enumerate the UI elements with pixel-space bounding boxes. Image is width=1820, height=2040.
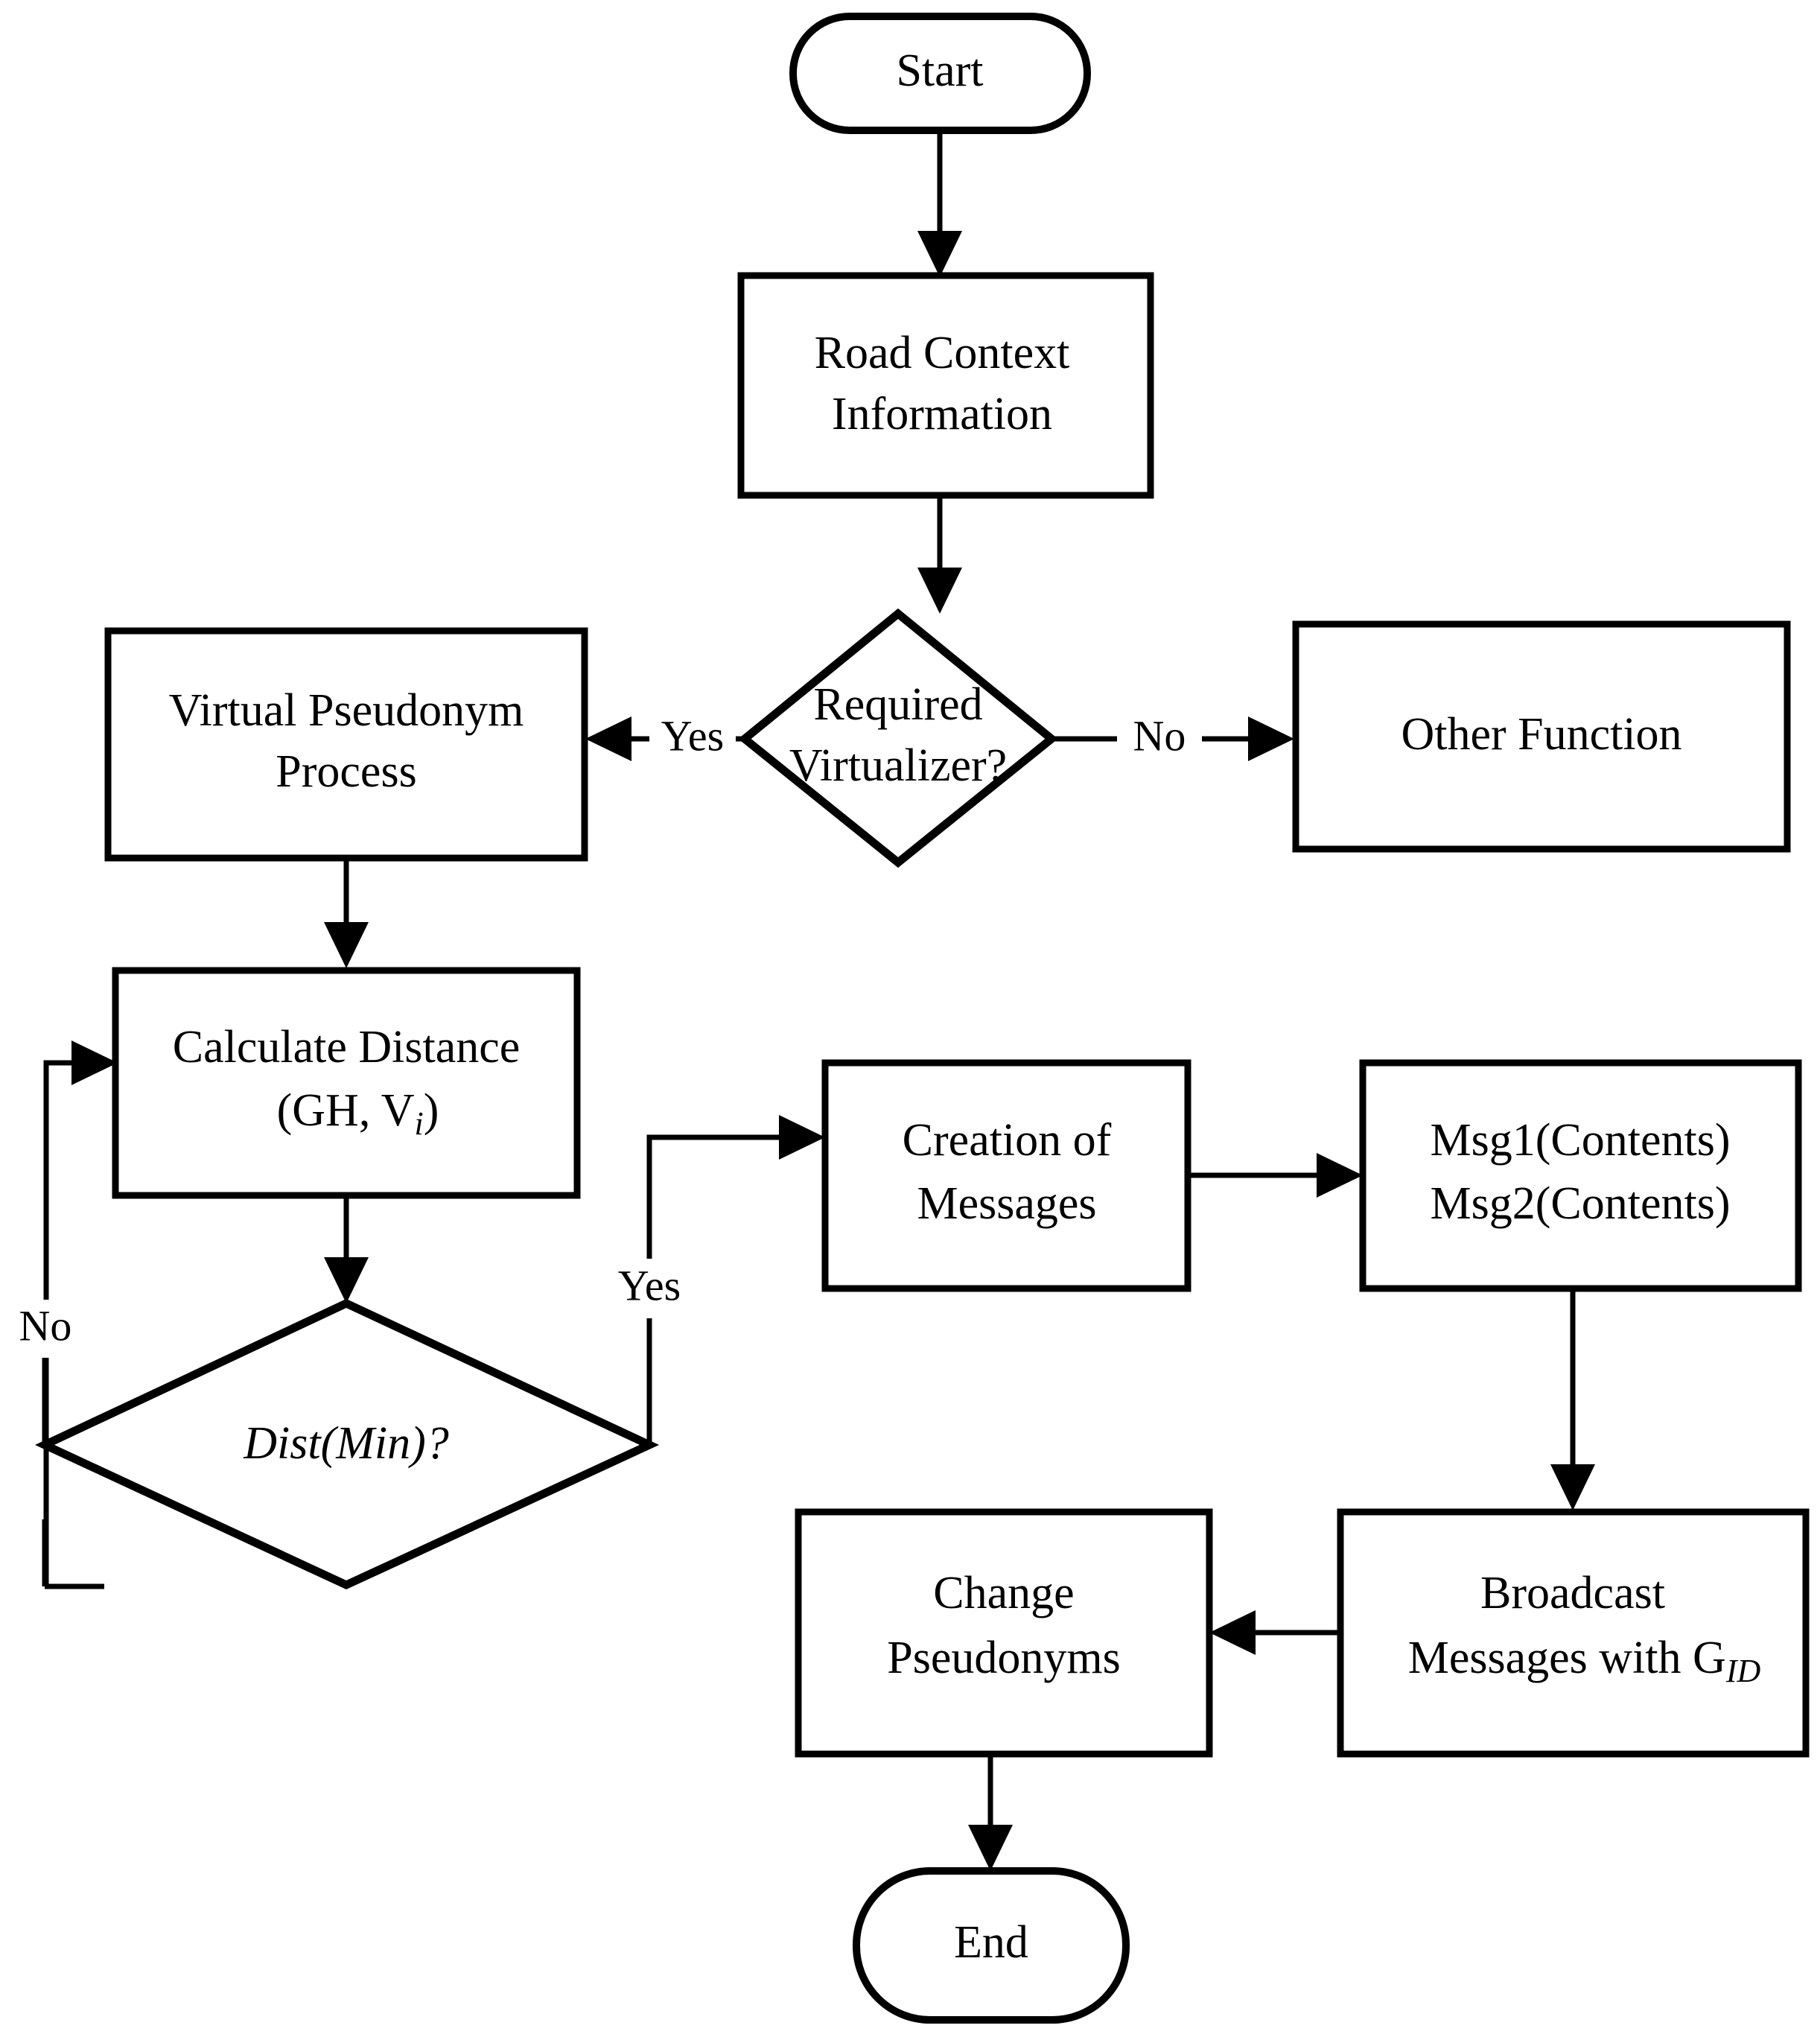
node-calculate-distance[interactable]: Calculate Distance (GH, Vi) (112, 967, 581, 1199)
edge-label-no-text: No (1133, 711, 1186, 760)
edge-road-context-to-decision (917, 495, 962, 614)
edge-change-pseudonyms-to-end (968, 1754, 1013, 1871)
node-required-virtualizer-line2: Virtualizer? (789, 740, 1007, 791)
node-virtual-pseudonym-line2: Process (276, 746, 416, 797)
node-dist-min-label: Dist(Min)? (243, 1418, 449, 1469)
node-broadcast-line1: Broadcast (1480, 1568, 1665, 1618)
edge-virtual-pseudonym-to-calculate-distance (324, 858, 369, 968)
node-required-virtualizer-line1: Required (813, 679, 982, 730)
edge-label-virtualizer-no: No (1117, 711, 1202, 768)
node-messages-line2: Msg2(Contents) (1431, 1178, 1731, 1229)
node-required-virtualizer-decision[interactable]: Required Virtualizer? (738, 608, 1058, 868)
broadcast-var: G (1693, 1633, 1726, 1683)
edge-creation-to-messages (1188, 1153, 1363, 1198)
node-end[interactable]: End (853, 1867, 1130, 2024)
broadcast-sub: ID (1725, 1653, 1761, 1689)
edge-label-dist-no-text: No (19, 1301, 72, 1350)
calc-dist-prefix: (GH, (277, 1085, 381, 1136)
node-calculate-distance-line1: Calculate Distance (173, 1022, 521, 1073)
node-virtual-pseudonym-line1: Virtual Pseudonym (169, 685, 524, 736)
calc-dist-var: V (381, 1085, 415, 1136)
node-creation-of-messages[interactable]: Creation of Messages (821, 1059, 1191, 1292)
node-dist-min-decision[interactable]: Dist(Min)? (34, 1298, 660, 1590)
node-change-pseudonyms-line2: Pseudonyms (887, 1633, 1120, 1683)
calc-dist-sub: i (414, 1105, 423, 1142)
node-road-context-line2: Information (832, 389, 1052, 439)
node-start[interactable]: Start (789, 13, 1091, 134)
edge-label-yes-text: Yes (661, 711, 724, 760)
edge-dist-min-no-loop (42, 1040, 118, 1589)
node-messages-line1: Msg1(Contents) (1431, 1115, 1731, 1166)
calc-dist-suffix: ) (424, 1085, 439, 1136)
node-other-function[interactable]: Other Function (1292, 620, 1791, 853)
edge-label-dist-no: No (4, 1300, 86, 1358)
node-road-context-information[interactable]: Road Context Information (737, 272, 1154, 499)
edge-broadcast-to-change-pseudonyms (1209, 1610, 1340, 1655)
node-end-label: End (954, 1917, 1028, 1968)
node-broadcast-messages[interactable]: Broadcast Messages with GID (1304, 1508, 1820, 1758)
node-change-pseudonyms-line1: Change (933, 1568, 1074, 1618)
node-start-label: Start (896, 45, 983, 96)
node-virtual-pseudonym-process[interactable]: Virtual Pseudonym Process (104, 627, 588, 862)
edge-messages-to-broadcast (1550, 1288, 1595, 1510)
edge-calculate-distance-to-dist-min (324, 1195, 369, 1303)
edge-label-dist-yes: Yes (605, 1259, 696, 1318)
edge-label-dist-yes-text: Yes (618, 1261, 681, 1309)
edge-label-virtualizer-yes: Yes (649, 711, 736, 768)
node-creation-line1: Creation of (903, 1115, 1112, 1166)
broadcast-prefix: Messages with (1408, 1633, 1693, 1683)
edge-decision-no-to-other-function (1051, 716, 1294, 761)
node-other-function-label: Other Function (1401, 709, 1681, 760)
node-change-pseudonyms[interactable]: Change Pseudonyms (795, 1508, 1213, 1758)
edge-start-to-road-context (917, 130, 962, 277)
node-broadcast-line2: Messages with GID (1304, 1633, 1820, 1695)
node-messages[interactable]: Msg1(Contents) Msg2(Contents) (1359, 1059, 1802, 1292)
node-road-context-line1: Road Context (815, 328, 1070, 378)
node-calculate-distance-line2: (GH, Vi) (173, 1085, 520, 1142)
node-creation-line2: Messages (917, 1178, 1096, 1229)
